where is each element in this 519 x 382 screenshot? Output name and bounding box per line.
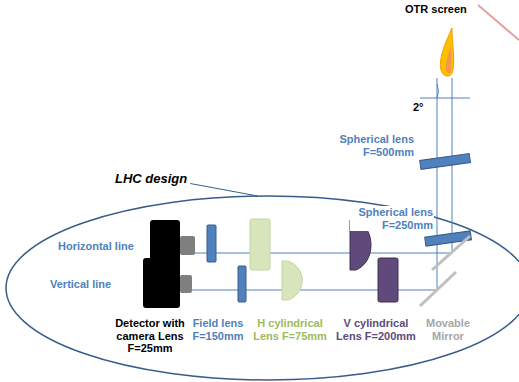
field-lens	[238, 266, 246, 302]
screen-label: OTR screen	[405, 3, 467, 16]
detector	[143, 258, 180, 308]
camera-lens	[180, 275, 192, 293]
mirror-label: Movable Mirror	[423, 317, 473, 342]
detector-label: Detector with camera Lens F=25mm	[113, 317, 188, 355]
movable-mirror	[432, 236, 470, 270]
beam-line	[195, 253, 452, 254]
angle-label: 2°	[412, 101, 425, 114]
camera-lens	[180, 236, 195, 255]
h-cylindrical-lens	[250, 219, 270, 270]
line-label: Vertical line	[50, 278, 111, 291]
beam-line	[437, 78, 438, 290]
lens-label: V cylindrical Lens F=200mm	[334, 317, 418, 342]
spherical-lens	[420, 154, 471, 170]
beam-line	[192, 290, 437, 291]
otr-screen	[478, 5, 519, 40]
lens-label: Field lens F=150mm	[189, 317, 247, 342]
v-cylindrical-lens	[378, 258, 398, 302]
lens-label: H cylindrical Lens F=75mm	[251, 317, 329, 342]
field-lens	[207, 225, 216, 262]
spherical-lens	[425, 231, 472, 246]
lens-label: Spherical lens F=500mm	[336, 133, 414, 158]
movable-mirror	[420, 272, 456, 306]
design-label: LHC design	[115, 172, 187, 187]
reference-line	[420, 98, 470, 99]
line-label: Horizontal line	[58, 240, 134, 253]
lhc-outline	[6, 196, 519, 380]
otr-light-core	[446, 45, 452, 73]
h-cylindrical-lens	[282, 261, 302, 300]
leader-line	[190, 184, 258, 197]
lens-label: Spherical lens F=250mm	[350, 206, 434, 231]
otr-light	[440, 28, 453, 76]
